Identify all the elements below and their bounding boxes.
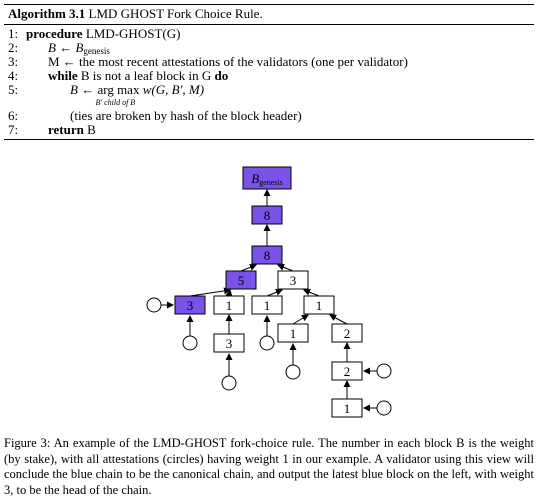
block <box>213 295 245 315</box>
canonical-block <box>251 245 283 265</box>
attestation-circle <box>376 363 392 379</box>
block-weight: 1 <box>316 298 323 313</box>
block-weight: 3 <box>290 273 297 288</box>
line-text: B ← <box>70 82 95 97</box>
attestation-circle <box>182 335 198 351</box>
tree-edge <box>329 314 348 325</box>
algo-line-2: 2: B ← Bgenesis <box>4 40 534 57</box>
line-number: 2: <box>8 40 19 55</box>
argmax-subscript: B′ child of B <box>95 98 136 107</box>
attestation-circle <box>285 364 301 380</box>
figure-caption: Figure 3: An example of the LMD-GHOST fo… <box>4 436 534 498</box>
block-weight: 8 <box>264 208 271 223</box>
line-text: M ← the most recent attestations of the … <box>48 54 408 69</box>
keyword: while <box>48 68 78 83</box>
line-text: B is not a leaf block in G <box>80 68 212 83</box>
algorithm-name: LMD GHOST Fork Choice Rule. <box>88 6 263 21</box>
line-text: LMD-GHOST(G) <box>85 26 181 41</box>
fork-choice-tree-diagram: Bgenesis 8 8 5 3 3 1 1 1 3 1 2 2 1 <box>146 166 392 418</box>
line-number: 3: <box>8 54 19 69</box>
block-weight: 1 <box>226 298 233 313</box>
block-weight: 5 <box>238 273 245 288</box>
block-weight: 1 <box>344 401 351 416</box>
tree-edge <box>303 288 320 297</box>
line-text: (ties are broken by hash of the block he… <box>70 108 302 123</box>
algo-line-1: 1: procedure LMD-GHOST(G) <box>4 27 534 41</box>
line-number: 1: <box>8 26 19 41</box>
block-weight: 2 <box>344 326 351 341</box>
block-weight: 3 <box>187 298 194 313</box>
line-number: 4: <box>8 68 19 83</box>
keyword: return <box>48 122 84 137</box>
block-weight: 3 <box>226 336 233 351</box>
attestation-circle <box>376 400 392 416</box>
block <box>251 295 283 315</box>
algorithm-title: Algorithm 3.1 LMD GHOST Fork Choice Rule… <box>4 4 534 25</box>
attestation-circle <box>259 335 275 351</box>
line-text: B <box>87 122 96 137</box>
block-weight: 1 <box>290 326 297 341</box>
block <box>277 323 309 343</box>
tree-edge <box>240 263 257 272</box>
algorithm-box: Algorithm 3.1 LMD GHOST Fork Choice Rule… <box>4 4 534 140</box>
caption-label: Figure 3: <box>4 436 51 450</box>
canonical-block <box>174 295 206 315</box>
line-text: B ← B <box>48 40 84 55</box>
genesis-block <box>242 166 292 190</box>
tree-edge <box>189 287 231 297</box>
algo-line-6: 6: (ties are broken by hash of the block… <box>4 109 534 123</box>
tree-edge <box>277 263 294 272</box>
genesis-label: Bgenesis <box>251 171 283 187</box>
algo-line-3: 3: M ← the most recent attestations of t… <box>4 55 534 69</box>
block <box>331 398 363 418</box>
tree-edge <box>266 288 283 297</box>
block-weight: 8 <box>264 248 271 263</box>
line-number: 5: <box>8 82 19 97</box>
block <box>213 333 245 353</box>
algo-line-7: 7: return B <box>4 123 534 137</box>
canonical-block <box>251 205 283 225</box>
keyword: procedure <box>26 26 83 41</box>
attestation-circle <box>221 375 237 391</box>
tree-edge <box>225 289 233 297</box>
algo-line-4: 4: while B is not a leaf block in G do <box>4 69 534 83</box>
argmax: arg max <box>97 82 140 97</box>
line-number: 6: <box>8 108 19 123</box>
line-text: w(G, B′, M) <box>142 82 205 97</box>
tree-edge <box>292 314 309 325</box>
block-weight: 2 <box>344 364 351 379</box>
attestation-circle <box>146 297 162 313</box>
block <box>331 361 363 381</box>
line-number: 7: <box>8 122 19 137</box>
subscript: genesis <box>83 46 110 56</box>
keyword: do <box>214 68 229 83</box>
algorithm-label: Algorithm 3.1 <box>8 6 86 21</box>
block <box>303 295 335 315</box>
canonical-block <box>225 270 257 290</box>
block <box>331 323 363 343</box>
block-weight: 1 <box>264 298 271 313</box>
algo-line-5: 5: B ← arg max B′ child of B w(G, B′, M) <box>4 83 534 109</box>
block <box>277 270 309 290</box>
caption-text: An example of the LMD-GHOST fork-choice … <box>4 436 534 497</box>
algorithm-bottom-rule <box>4 139 534 140</box>
